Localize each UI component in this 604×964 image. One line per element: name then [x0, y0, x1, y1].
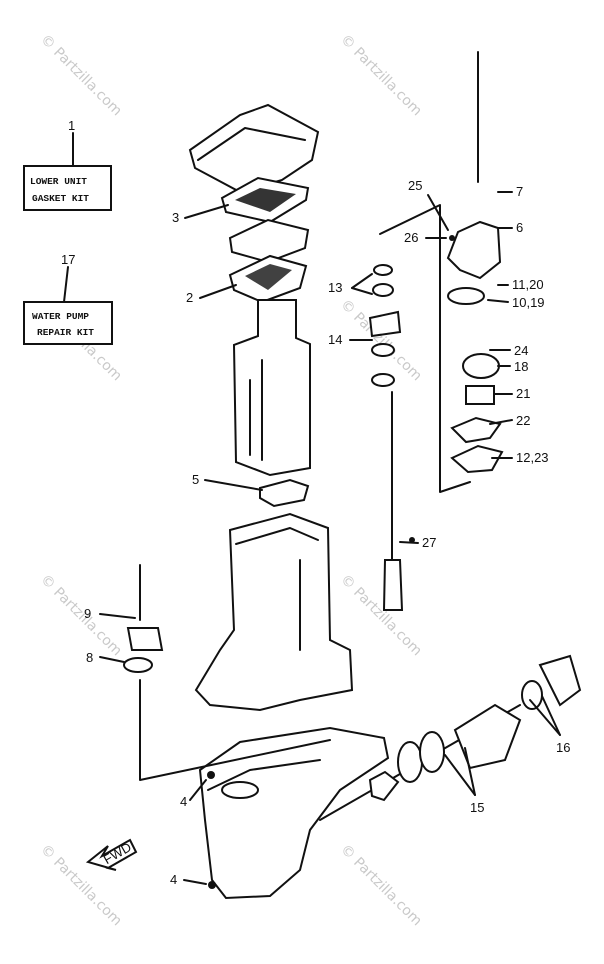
water-pump-kit-line2: REPAIR KIT — [37, 327, 94, 338]
gear-case — [198, 726, 390, 900]
callout-12-23[interactable]: 12,23 — [516, 450, 549, 465]
gasket-5[interactable] — [259, 478, 310, 508]
callout-4[interactable]: 4 — [170, 872, 177, 887]
callout-1: 1 — [68, 118, 75, 133]
callout-2[interactable]: 2 — [186, 290, 193, 305]
callout-13[interactable]: 13 — [328, 280, 342, 295]
leader-lines — [99, 191, 561, 885]
propeller-shaft-assembly — [319, 654, 582, 821]
watermark: © Partzilla.com — [337, 32, 425, 120]
water-pump-kit-box[interactable]: 17 WATER PUMP REPAIR KIT — [23, 252, 113, 345]
seal-stack — [368, 264, 402, 387]
callout-15[interactable]: 15 — [470, 800, 484, 815]
bolts — [207, 235, 455, 889]
gasket-kit-line1: LOWER UNIT — [30, 176, 87, 187]
gasket-3[interactable] — [220, 176, 310, 224]
callout-16[interactable]: 16 — [556, 740, 570, 755]
lower-unit-cover — [188, 103, 320, 194]
callout-14[interactable]: 14 — [328, 332, 342, 347]
gasket-kit-line2: GASKET KIT — [32, 193, 89, 204]
gasket-kit-box[interactable]: 1 LOWER UNIT GASKET KIT — [23, 118, 112, 211]
watermark: © Partzilla.com — [37, 32, 125, 120]
callout-3[interactable]: 3 — [172, 210, 179, 225]
shift-rod — [123, 564, 331, 781]
plate-middle — [228, 218, 310, 264]
upper-casing — [232, 299, 311, 477]
callouts: 3 2 5 25 7 6 26 11,20 10,19 13 14 24 18 … — [84, 178, 570, 887]
callout-17: 17 — [61, 252, 75, 267]
drive-shaft — [382, 51, 479, 611]
gasket-2[interactable] — [228, 254, 308, 304]
callout-22[interactable]: 22 — [516, 413, 530, 428]
callout-7[interactable]: 7 — [516, 184, 523, 199]
callout-8[interactable]: 8 — [86, 650, 93, 665]
callout-11-20[interactable]: 11,20 — [512, 277, 544, 292]
callout-5[interactable]: 5 — [192, 472, 199, 487]
callout-9[interactable]: 9 — [84, 606, 91, 621]
callout-4[interactable]: 4 — [180, 794, 187, 809]
watermark: © Partzilla.com — [337, 842, 425, 930]
fwd-arrow: FWD — [85, 838, 138, 871]
callout-26[interactable]: 26 — [404, 230, 418, 245]
callout-6[interactable]: 6 — [516, 220, 523, 235]
lower-casing — [194, 512, 354, 712]
callout-10-19[interactable]: 10,19 — [512, 295, 545, 310]
callout-18[interactable]: 18 — [514, 359, 528, 374]
callout-21[interactable]: 21 — [516, 386, 530, 401]
callout-27[interactable]: 27 — [422, 535, 436, 550]
watermark: © Partzilla.com — [337, 572, 425, 660]
water-pump-kit-line1: WATER PUMP — [32, 311, 89, 322]
pump-housing — [379, 204, 504, 493]
callout-25[interactable]: 25 — [408, 178, 422, 193]
callout-24[interactable]: 24 — [514, 343, 528, 358]
